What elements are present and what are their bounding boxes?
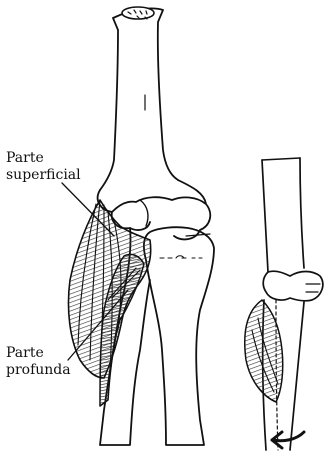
label-parte-profunda: Parte profunda	[6, 345, 71, 379]
label-superficial-line2: superficial	[6, 167, 81, 184]
humerus	[100, 8, 178, 190]
label-profunda-line1: Parte	[6, 345, 71, 362]
lateral-muscle	[245, 300, 283, 402]
lateral-view	[245, 158, 323, 450]
label-parte-superficial: Parte superficial	[6, 150, 81, 184]
label-superficial-line1: Parte	[6, 150, 81, 167]
label-profunda-line2: profunda	[6, 362, 71, 379]
lateral-joint	[263, 271, 323, 301]
lateral-humerus	[262, 158, 304, 272]
radius	[144, 227, 214, 445]
main-view	[62, 7, 214, 445]
